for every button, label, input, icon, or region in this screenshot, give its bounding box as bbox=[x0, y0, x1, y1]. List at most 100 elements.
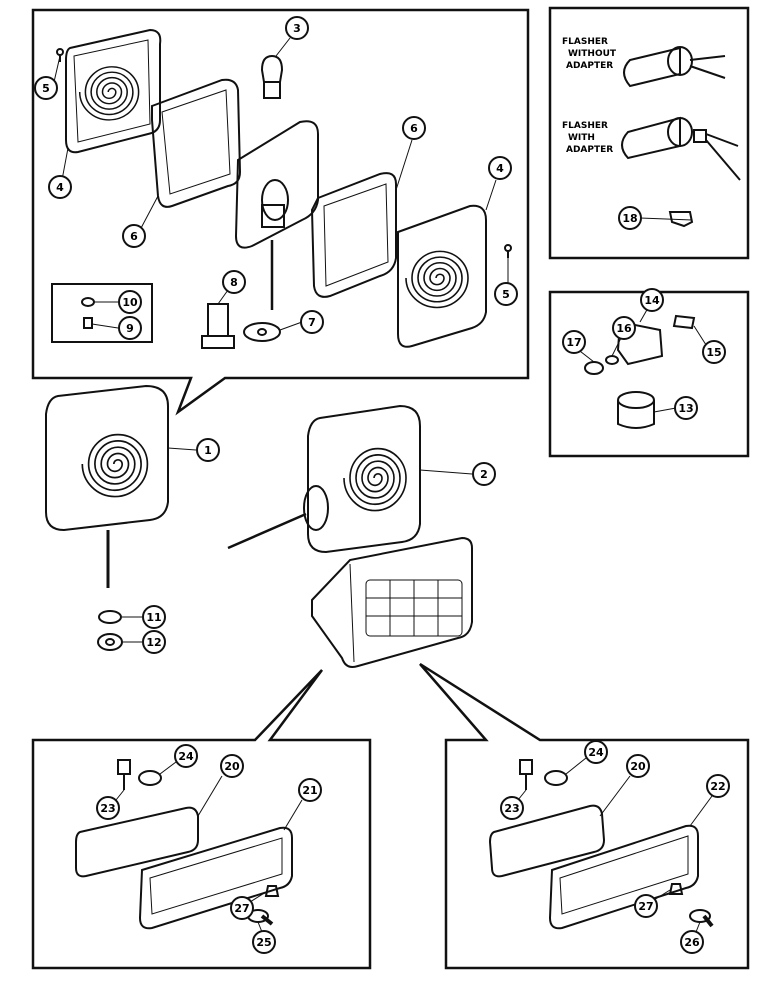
lamp-2 bbox=[227, 404, 421, 554]
svg-text:27: 27 bbox=[234, 902, 249, 915]
washer-24-right bbox=[544, 770, 568, 786]
relay-13 bbox=[617, 391, 655, 429]
flasher-with-adapter-line2: WITH bbox=[568, 133, 595, 143]
svg-text:13: 13 bbox=[678, 402, 693, 415]
callout-22: 22 bbox=[706, 774, 730, 798]
callout-10: 10 bbox=[118, 290, 142, 314]
callout-8: 8 bbox=[222, 270, 246, 294]
washer-11 bbox=[98, 610, 122, 624]
rear-light-assembly bbox=[311, 536, 473, 668]
callout-14: 14 bbox=[640, 288, 664, 312]
svg-text:6: 6 bbox=[130, 230, 138, 243]
svg-text:27: 27 bbox=[638, 900, 653, 913]
svg-text:8: 8 bbox=[230, 276, 238, 289]
lamp-housing-right bbox=[397, 204, 487, 348]
callout-18: 18 bbox=[618, 206, 642, 230]
screw-9 bbox=[83, 317, 93, 329]
callout-16: 16 bbox=[612, 316, 636, 340]
washer-24-left bbox=[138, 770, 162, 786]
svg-text:17: 17 bbox=[566, 336, 581, 349]
callout-20-left: 20 bbox=[220, 754, 244, 778]
callout-27-right: 27 bbox=[634, 894, 658, 918]
svg-text:4: 4 bbox=[496, 162, 504, 175]
gasket-right bbox=[310, 172, 397, 298]
callout-20-right: 20 bbox=[626, 754, 650, 778]
callout-17: 17 bbox=[562, 330, 586, 354]
bracket-14 bbox=[616, 320, 664, 366]
svg-text:23: 23 bbox=[504, 802, 519, 815]
callout-4-left: 4 bbox=[48, 175, 72, 199]
callout-4-right: 4 bbox=[488, 156, 512, 180]
callout-26: 26 bbox=[680, 930, 704, 954]
svg-text:25: 25 bbox=[256, 936, 271, 949]
svg-text:26: 26 bbox=[684, 936, 700, 949]
svg-text:22: 22 bbox=[710, 780, 725, 793]
grommet-7 bbox=[243, 322, 281, 342]
callout-15: 15 bbox=[702, 340, 726, 364]
flasher-box bbox=[548, 6, 750, 260]
svg-text:6: 6 bbox=[410, 122, 418, 135]
svg-text:21: 21 bbox=[302, 784, 317, 797]
adapter-18 bbox=[668, 211, 694, 228]
flasher-without-adapter-line3: ADAPTER bbox=[566, 61, 613, 71]
screw-23-right bbox=[519, 759, 533, 790]
callout-3: 3 bbox=[285, 16, 309, 40]
svg-text:7: 7 bbox=[308, 316, 316, 329]
callout-13: 13 bbox=[674, 396, 698, 420]
screw-23-left bbox=[117, 759, 131, 790]
flasher-with-adapter bbox=[621, 116, 741, 181]
callout-12: 12 bbox=[142, 630, 166, 654]
callout-23-right: 23 bbox=[500, 796, 524, 820]
svg-text:14: 14 bbox=[644, 294, 660, 307]
svg-text:15: 15 bbox=[706, 346, 721, 359]
housing-22 bbox=[548, 824, 699, 930]
svg-text:3: 3 bbox=[293, 22, 301, 35]
bulb bbox=[260, 54, 284, 99]
svg-text:9: 9 bbox=[126, 322, 134, 335]
housing-21 bbox=[138, 826, 293, 930]
svg-text:5: 5 bbox=[502, 288, 510, 301]
flasher-without-adapter bbox=[623, 46, 726, 88]
callout-7: 7 bbox=[300, 310, 324, 334]
lamp-1 bbox=[45, 384, 169, 588]
svg-text:12: 12 bbox=[146, 636, 161, 649]
leader-lines bbox=[53, 37, 713, 933]
callout-27-left: 27 bbox=[230, 896, 254, 920]
svg-text:1: 1 bbox=[204, 444, 212, 457]
flasher-without-adapter-line1: FLASHER bbox=[562, 37, 608, 47]
callout-21: 21 bbox=[298, 778, 322, 802]
svg-text:24: 24 bbox=[588, 746, 604, 759]
svg-text:18: 18 bbox=[622, 212, 637, 225]
svg-text:5: 5 bbox=[42, 82, 50, 95]
callout-6-right: 6 bbox=[402, 116, 426, 140]
flasher-with-adapter-line1: FLASHER bbox=[562, 121, 608, 131]
screw-15 bbox=[672, 314, 696, 330]
inset-box bbox=[51, 283, 153, 343]
callout-5-left: 5 bbox=[34, 76, 58, 100]
callout-23-left: 23 bbox=[96, 796, 120, 820]
svg-text:2: 2 bbox=[480, 468, 488, 481]
svg-text:11: 11 bbox=[146, 611, 161, 624]
svg-text:10: 10 bbox=[122, 296, 138, 309]
screw-27-left bbox=[264, 885, 280, 897]
lamp-housing-left bbox=[65, 28, 162, 154]
callout-11: 11 bbox=[142, 605, 166, 629]
callout-2: 2 bbox=[472, 462, 496, 486]
screw-5-right bbox=[504, 244, 512, 258]
flasher-without-adapter-line2: WITHOUT bbox=[568, 49, 617, 59]
callout-24-left: 24 bbox=[174, 744, 198, 768]
svg-text:23: 23 bbox=[100, 802, 115, 815]
screw-27-right bbox=[668, 883, 684, 895]
flasher-with-adapter-line3: ADAPTER bbox=[566, 145, 613, 155]
lens-20-right bbox=[488, 804, 606, 878]
lamp-exploded-view-box bbox=[31, 8, 530, 416]
callout-24-right: 24 bbox=[584, 740, 608, 764]
callout-5-right: 5 bbox=[494, 282, 518, 306]
callout-1: 1 bbox=[196, 438, 220, 462]
callout-9: 9 bbox=[118, 316, 142, 340]
svg-text:24: 24 bbox=[178, 750, 194, 763]
svg-text:4: 4 bbox=[56, 181, 64, 194]
svg-text:20: 20 bbox=[630, 760, 646, 773]
